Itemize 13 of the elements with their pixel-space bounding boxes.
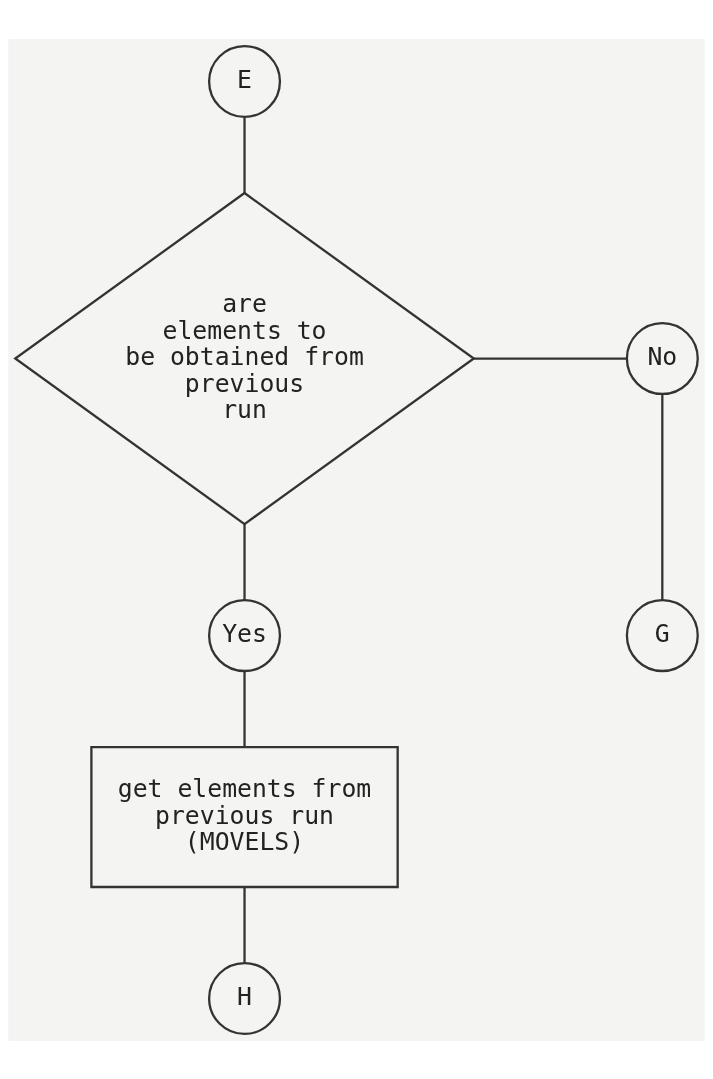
connector <box>661 393 664 600</box>
node-circle: E <box>207 44 282 118</box>
node-circle: No <box>625 321 699 395</box>
connector <box>243 886 246 963</box>
node-box: get elements from previous run (MOVELS) <box>90 745 399 888</box>
node-circle: Yes <box>207 598 282 672</box>
node-circle: G <box>625 598 699 672</box>
node-diamond: are elements to be obtained from previous run <box>13 191 476 525</box>
connector <box>243 671 246 746</box>
connector <box>243 116 246 193</box>
connector <box>243 523 246 600</box>
node-circle: H <box>207 961 282 1035</box>
connector <box>473 356 627 360</box>
